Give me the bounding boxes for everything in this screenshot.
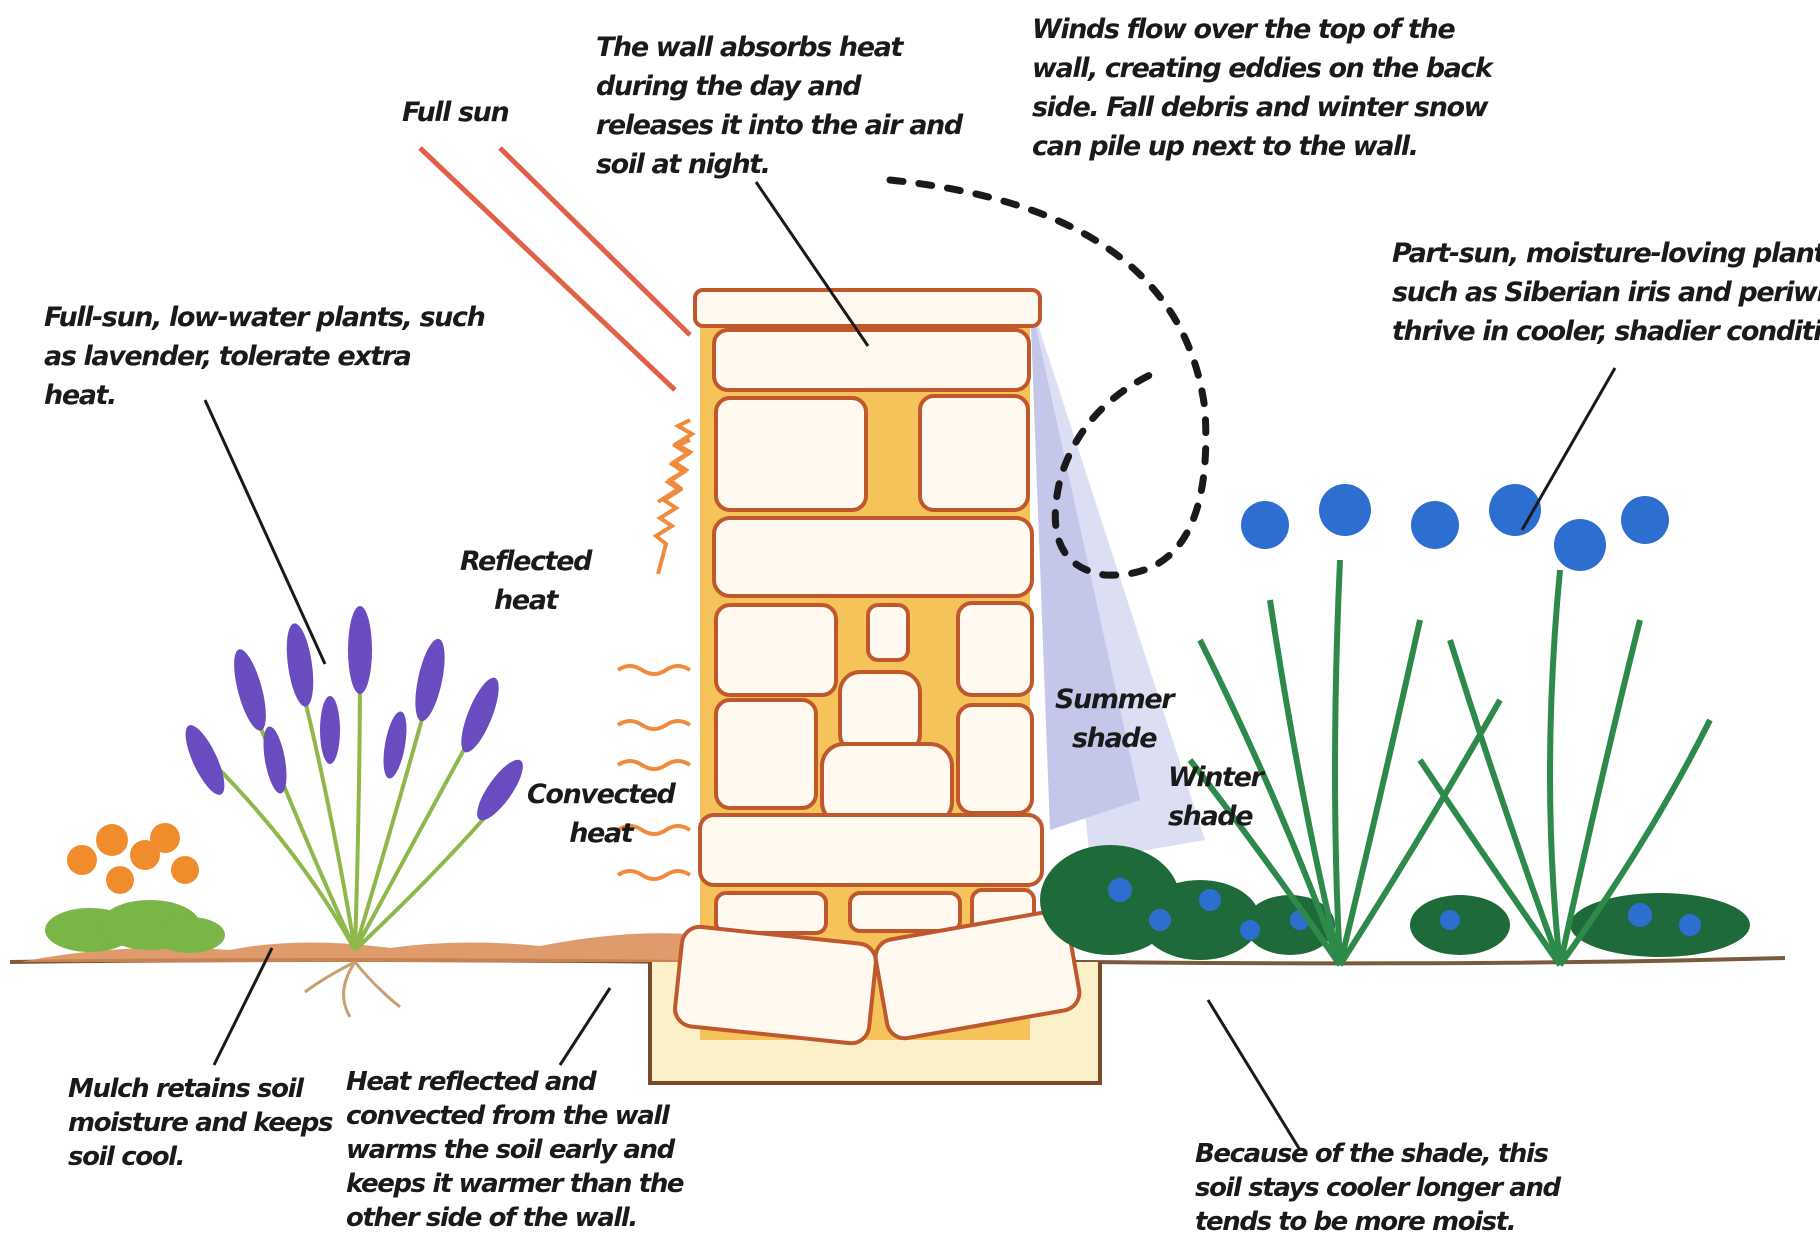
wall-stone [958,603,1032,695]
wall-stone [716,605,836,695]
wall-stone [714,518,1032,596]
text-line: heat [527,814,674,853]
heat-reflected-soil-text: Heat reflected and convected from the wa… [346,1065,683,1235]
reflected-heat-arrows [656,420,692,574]
winds-flow-text: Winds flow over the top of the wall, cre… [1032,10,1492,166]
text-line: Heat reflected and [346,1065,683,1099]
wall-stone [920,396,1028,510]
text-line: can pile up next to the wall. [1032,127,1492,166]
text-line: soil cool. [68,1140,332,1174]
text-line: Because of the shade, this [1195,1137,1560,1171]
reflected-heat-label: Reflected heat [460,542,591,620]
wall-stone [700,815,1042,885]
wall-stone [840,672,920,754]
text-line: The wall absorbs heat [596,28,962,67]
capstone [695,290,1040,326]
text-line: soil at night. [596,145,962,184]
text-line: Summer [1055,680,1173,719]
text-line: tends to be more moist. [1195,1205,1560,1239]
winter-shade-label: Winter shade [1168,758,1262,836]
full-sun-label: Full sun [402,93,508,132]
text-line: convected from the wall [346,1099,683,1133]
text-line: Part-sun, moisture-loving plants, [1392,234,1820,273]
text-line: Convected [527,775,674,814]
text-line: other side of the wall. [346,1201,683,1235]
wall-stone [716,700,816,808]
poppy-plant [45,823,225,953]
shade-soil-text: Because of the shade, this soil stays co… [1195,1137,1560,1239]
wall-stone [822,744,952,824]
text-line: Winter [1168,758,1262,797]
part-sun-plants-text: Part-sun, moisture-loving plants, such a… [1392,234,1820,351]
wall-stone [673,925,877,1045]
full-sun-plants-text: Full-sun, low-water plants, such as lave… [44,298,484,415]
text-line: heat [460,581,591,620]
text-line: such as Siberian iris and periwinkle, [1392,273,1820,312]
text-line: Reflected [460,542,591,581]
text-line: warms the soil early and [346,1133,683,1167]
summer-shade-label: Summer shade [1055,680,1173,758]
text-line: during the day and [596,67,962,106]
text-line: heat. [44,376,484,415]
text-line: Full-sun, low-water plants, such [44,298,484,337]
text-line: shade [1168,797,1262,836]
text-line: shade [1055,719,1173,758]
text-line: as lavender, tolerate extra [44,337,484,376]
wall-stone [958,705,1032,813]
wall-absorbs-heat-text: The wall absorbs heat during the day and… [596,28,962,184]
text-line: soil stays cooler longer and [1195,1171,1560,1205]
text-line: releases it into the air and [596,106,962,145]
wall-stone [714,330,1029,390]
text-line: moisture and keeps [68,1106,332,1140]
text-line: Winds flow over the top of the [1032,10,1492,49]
text-line: keeps it warmer than the [346,1167,683,1201]
text-line: Mulch retains soil [68,1072,332,1106]
wall-stone [716,398,866,510]
text-line: side. Fall debris and winter snow [1032,88,1492,127]
iris-plant [1190,484,1710,965]
wall-stone [716,893,826,933]
periwinkle-groundcover [1040,845,1750,960]
mulch-text: Mulch retains soil moisture and keeps so… [68,1072,332,1174]
text-line: wall, creating eddies on the back [1032,49,1492,88]
wall-stone [868,605,908,660]
wall-stone [850,893,960,931]
convected-heat-label: Convected heat [527,775,674,853]
text-line: thrive in cooler, shadier conditions. [1392,312,1820,351]
